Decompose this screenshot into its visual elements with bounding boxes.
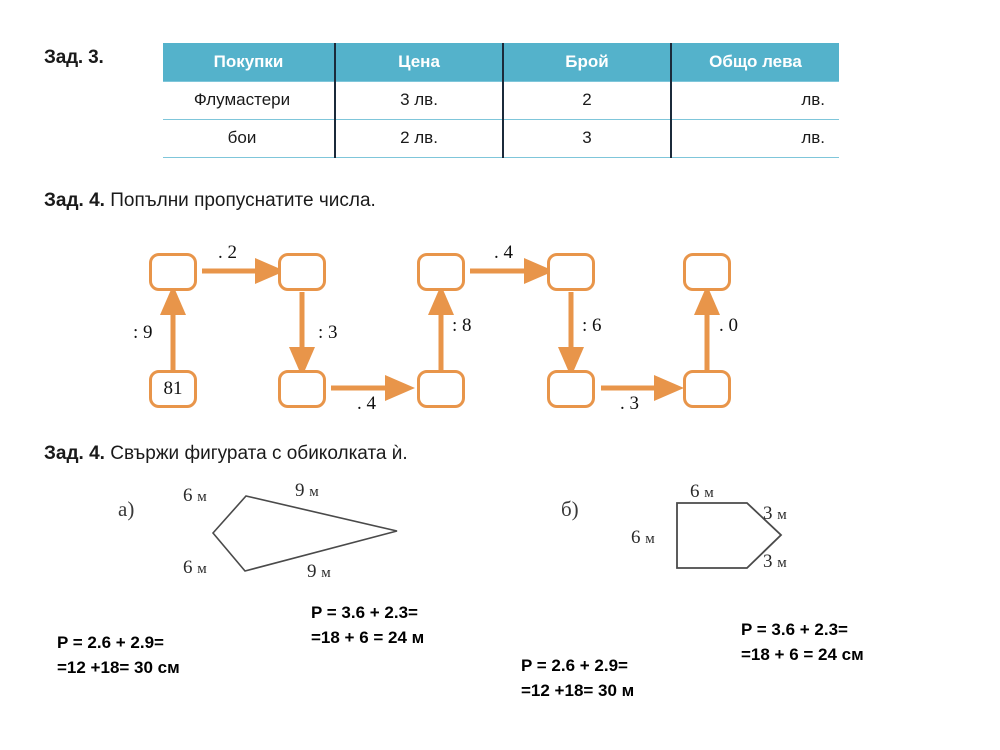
dim-value: 6: [631, 527, 641, 548]
op-label-divide-3: : 3: [318, 322, 338, 343]
dim-unit: м: [777, 507, 787, 523]
dim-unit: м: [645, 531, 655, 547]
task4b-label: Зад. 4.: [44, 443, 105, 464]
task4a-label: Зад. 4.: [44, 190, 105, 211]
dim-unit: м: [321, 565, 331, 581]
dim-value: 6: [690, 481, 700, 502]
flow-box-9[interactable]: [683, 370, 731, 408]
figure-a-dim-top-right: 9 м: [295, 480, 319, 502]
op-label-divide-8: : 8: [452, 315, 472, 336]
cell-price: 3 лв.: [335, 80, 504, 120]
dim-value: 9: [295, 480, 305, 501]
table-header-row: Покупки Цена Брой Общо лева: [163, 43, 839, 81]
cell-name: бои: [163, 118, 336, 158]
figure-b-dim-upper-right: 3 м: [763, 503, 787, 525]
answer-line-1: P = 2.6 + 2.9=: [57, 633, 164, 652]
figure-b-dim-top: 6 м: [690, 481, 714, 503]
dim-value: 3: [763, 551, 773, 572]
figure-a-dim-top-left: 6 м: [183, 485, 207, 507]
task4b-heading: Зад. 4. Свържи фигурата с обиколката ѝ.: [44, 443, 408, 465]
flow-box-start-81[interactable]: 81: [149, 370, 197, 408]
answer-line-2: =12 +18= 30 см: [57, 658, 180, 677]
task4a-text: Попълни пропуснатите числа.: [110, 190, 376, 211]
task4a-heading: Зад. 4. Попълни пропуснатите числа.: [44, 190, 376, 212]
answer-option-4[interactable]: P = 3.6 + 2.3= =18 + 6 = 24 см: [741, 617, 864, 667]
table-header-total: Общо лева: [671, 43, 839, 81]
table-header-count: Брой: [503, 43, 672, 81]
flow-box-8[interactable]: [547, 370, 595, 408]
table-header-price: Цена: [335, 43, 504, 81]
dim-unit: м: [197, 561, 207, 577]
answer-line-1: P = 3.6 + 2.3=: [311, 603, 418, 622]
table-row: бои 2 лв. 3 лв.: [163, 118, 839, 158]
task4b-text: Свържи фигурата с обиколката ѝ.: [110, 443, 408, 464]
flow-box-7[interactable]: [547, 253, 595, 291]
dim-value: 9: [307, 561, 317, 582]
dim-value: 6: [183, 485, 193, 506]
flow-box-1[interactable]: [149, 253, 197, 291]
flow-box-5[interactable]: [417, 370, 465, 408]
dim-unit: м: [309, 484, 319, 500]
figure-a-letter: а): [118, 497, 135, 521]
op-label-times-4-a: . 4: [357, 393, 376, 414]
flow-box-6[interactable]: [417, 253, 465, 291]
table-row: Флумастери 3 лв. 2 лв.: [163, 80, 839, 120]
task3-label: Зад. 3.: [44, 47, 104, 68]
flow-box-2[interactable]: [278, 253, 326, 291]
answer-line-1: P = 2.6 + 2.9=: [521, 656, 628, 675]
flow-box-4[interactable]: [278, 370, 326, 408]
dim-unit: м: [704, 485, 714, 501]
figure-a-dim-bottom-right: 9 м: [307, 561, 331, 583]
dim-unit: м: [197, 489, 207, 505]
figure-b-dim-lower-right: 3 м: [763, 551, 787, 573]
figure-b-dim-left: 6 м: [631, 527, 655, 549]
answer-option-3[interactable]: P = 2.6 + 2.9= =12 +18= 30 м: [521, 653, 634, 703]
answer-line-2: =12 +18= 30 м: [521, 681, 635, 700]
op-label-divide-9: : 9: [133, 322, 153, 343]
answer-option-2[interactable]: P = 3.6 + 2.3= =18 + 6 = 24 м: [311, 600, 424, 650]
op-label-times-3: . 3: [620, 393, 639, 414]
op-label-divide-6: : 6: [582, 315, 602, 336]
dim-value: 6: [183, 557, 193, 578]
answer-line-1: P = 3.6 + 2.3=: [741, 620, 848, 639]
dim-unit: м: [777, 555, 787, 571]
op-label-times-4-b: . 4: [494, 242, 513, 263]
table-header-purchases: Покупки: [163, 43, 336, 81]
op-label-times-2: . 2: [218, 242, 237, 263]
flow-box-10[interactable]: [683, 253, 731, 291]
cell-count: 3: [503, 118, 672, 158]
figure-a-quadrilateral: [211, 495, 398, 572]
dim-value: 3: [763, 503, 773, 524]
op-label-times-0: . 0: [719, 315, 738, 336]
figure-b-pentagon: [676, 502, 783, 569]
answer-line-2: =18 + 6 = 24 см: [741, 645, 864, 664]
cell-total[interactable]: лв.: [671, 118, 839, 158]
figure-a-dim-bottom-left: 6 м: [183, 557, 207, 579]
answer-option-1[interactable]: P = 2.6 + 2.9= =12 +18= 30 см: [57, 630, 180, 680]
purchase-table: Покупки Цена Брой Общо лева Флумастери 3…: [163, 43, 839, 158]
cell-name: Флумастери: [163, 80, 336, 120]
answer-line-2: =18 + 6 = 24 м: [311, 628, 425, 647]
figure-b-letter: б): [561, 497, 579, 521]
cell-price: 2 лв.: [335, 118, 504, 158]
cell-count: 2: [503, 80, 672, 120]
cell-total[interactable]: лв.: [671, 80, 839, 120]
